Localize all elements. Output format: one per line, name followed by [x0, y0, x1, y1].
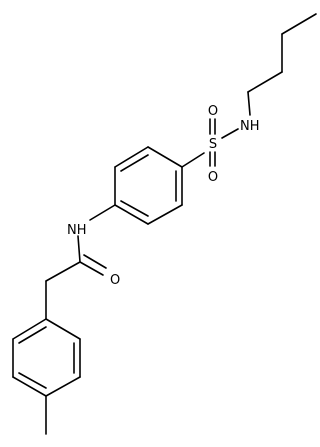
sulfonyl-group — [181, 118, 239, 168]
atom-label-sulfonyl-oxygen-bottom: O — [208, 170, 218, 185]
tolyl-benzene-ring — [12, 318, 81, 397]
atom-label-sulfur: S — [209, 137, 217, 152]
atom-label-carbonyl-oxygen: O — [110, 273, 120, 288]
atom-label-sulfonyl-oxygen-top: O — [208, 104, 218, 119]
atom-label-sulfonamide-nh: NH — [240, 119, 260, 134]
butyl-chain — [247, 13, 317, 116]
amide-linkage — [45, 204, 116, 282]
atom-label-amide-nh: NH — [67, 223, 87, 238]
central-benzene-ring — [114, 146, 183, 225]
